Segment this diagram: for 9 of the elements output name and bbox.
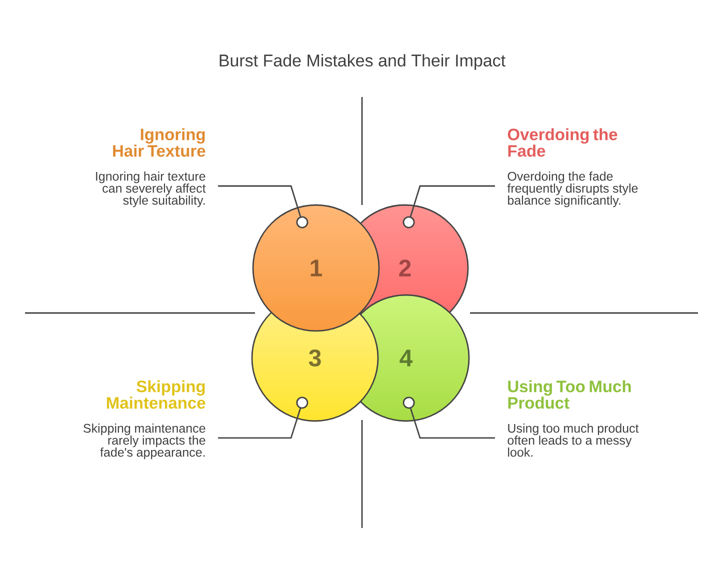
callout-text: Using Too Much Product Using too much product often leads to a messy look. — [508, 380, 639, 457]
callout-text: Overdoing the Fade Overdoing the fade frequently disrupts style balance significantly. — [507, 128, 638, 208]
leader-line — [218, 396, 308, 439]
callout-text: Ignoring Hair Texture Ignoring hair texture can severely affect style suitability. — [96, 128, 206, 208]
leader-line — [218, 185, 308, 228]
leader-line — [402, 185, 495, 228]
callout-text: Skipping Maintenance Skipping maintenance rarely impacts the fade's appearance. — [84, 380, 206, 460]
title: Burst Fade Mistakes and Their Impact — [220, 54, 506, 70]
leader-line — [402, 396, 495, 439]
